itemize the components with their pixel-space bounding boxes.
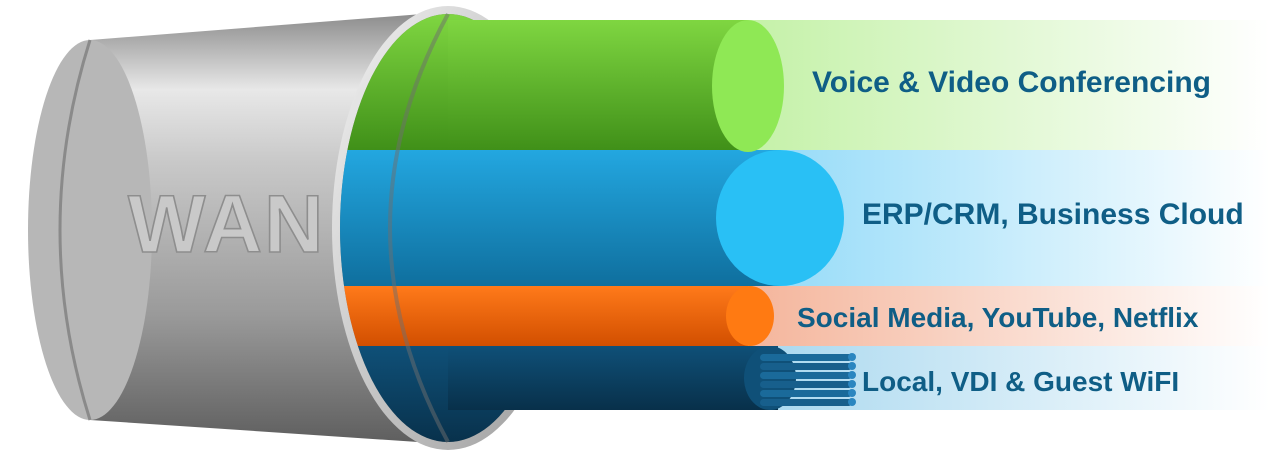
bundle-strand [760, 363, 852, 370]
fiber-voice-end [712, 20, 784, 152]
pipe-back-end [28, 40, 152, 420]
bundle-strand [760, 381, 852, 388]
fiber-local [448, 346, 778, 410]
fiber-bundle [744, 346, 856, 410]
wan-label: WAN [128, 179, 325, 270]
fiber-erp-end [716, 150, 844, 286]
pipe-back-end-shade [58, 39, 92, 421]
lane-label-erp: ERP/CRM, Business Cloud [862, 198, 1244, 231]
bundle-strand [760, 372, 852, 379]
lane-label-local: Local, VDI & Guest WiFI [862, 366, 1180, 397]
bundle-strand [760, 390, 852, 397]
fiber-voice [448, 20, 748, 152]
lane-glow-voice [700, 20, 1270, 152]
bundle-strand [760, 399, 852, 406]
pipe-rim-shadow [388, 13, 450, 443]
lane-label-voice: Voice & Video Conferencing [812, 66, 1211, 99]
bundle-strand [760, 354, 852, 361]
lane-label-social: Social Media, YouTube, Netflix [797, 302, 1199, 333]
fiber-social [448, 286, 748, 346]
fiber-social-end [726, 286, 774, 346]
lane-glow-social [740, 286, 1270, 346]
